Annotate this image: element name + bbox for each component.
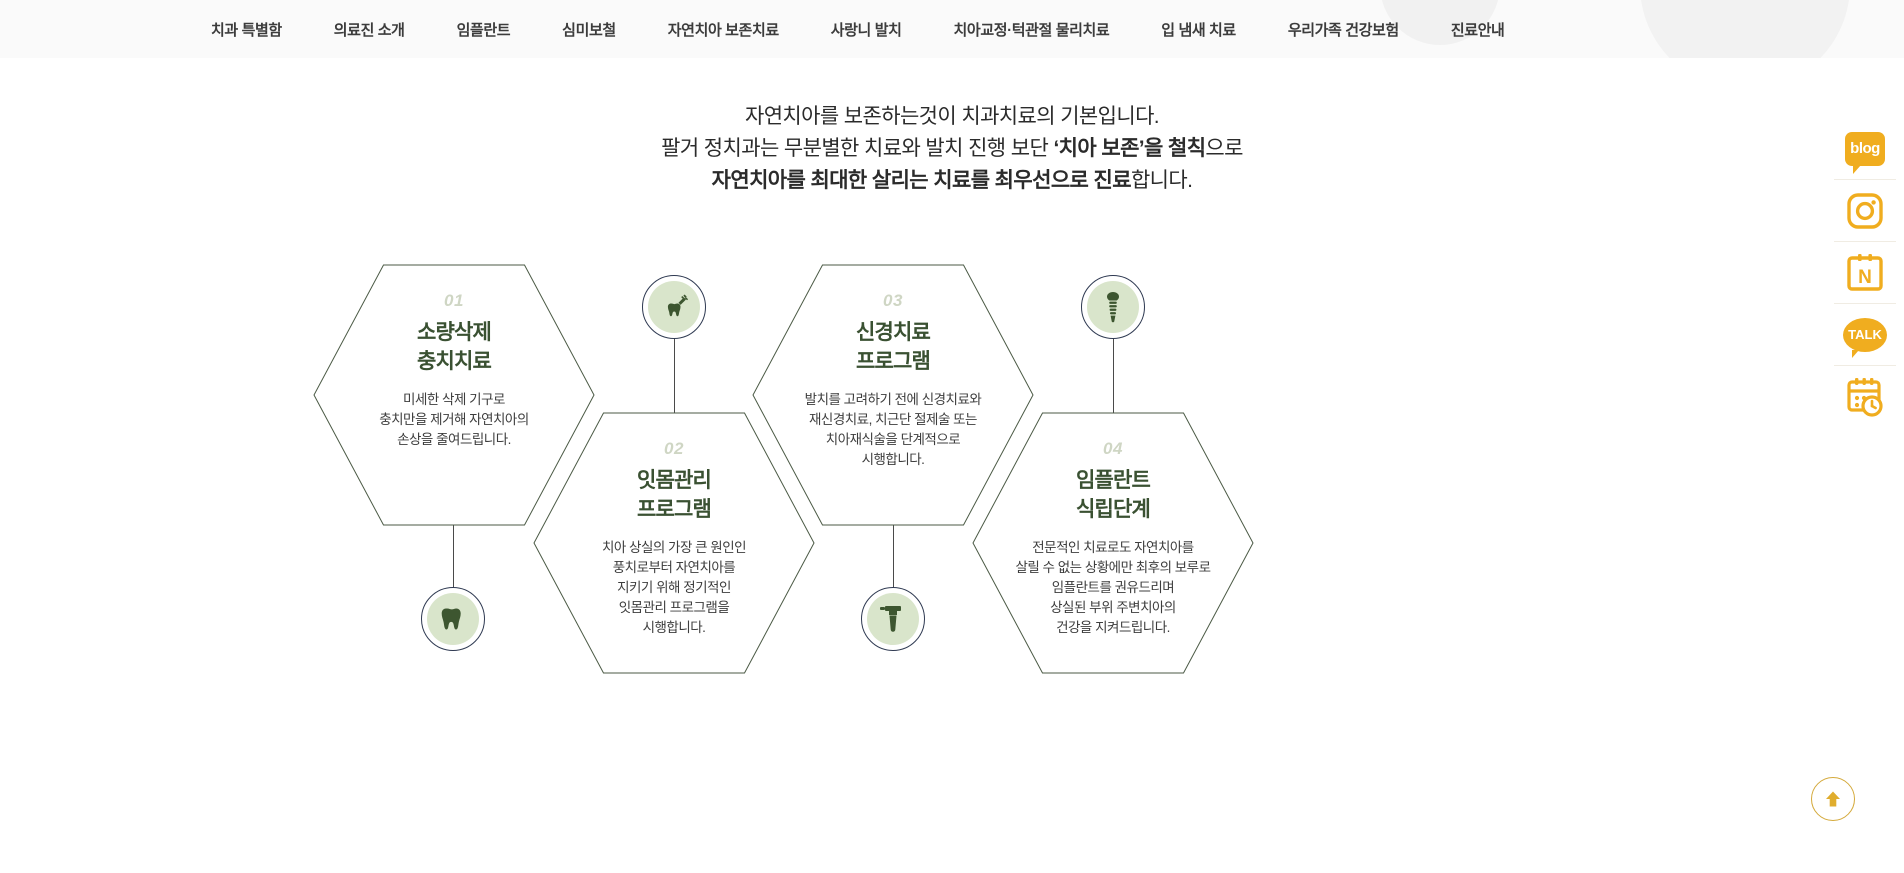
hexagon-outline-01 bbox=[313, 264, 595, 526]
tooth-icon bbox=[441, 608, 461, 630]
nav-item-4[interactable]: 자연치아 보존치료 bbox=[667, 21, 779, 39]
step-number-02: 02 bbox=[664, 439, 684, 458]
hexagon-outline-03 bbox=[752, 264, 1034, 526]
kakaotalk-icon: TALK bbox=[1843, 317, 1887, 358]
scroll-to-top-button[interactable] bbox=[1811, 777, 1855, 821]
headline-line-3-post: 합니다. bbox=[1130, 169, 1193, 192]
step-title-02: 잇몸관리 프로그램 bbox=[636, 469, 712, 521]
step-description-01: 미세한 삭제 기구로 충치만을 제거해 자연치아의 손상을 줄여드립니다. bbox=[379, 392, 529, 447]
step-icon-bubble-01[interactable] bbox=[421, 587, 485, 651]
rail-item-instagram[interactable] bbox=[1834, 180, 1896, 242]
step-icon-bubble-02[interactable] bbox=[642, 275, 706, 339]
headline-line-2-emphasis: ‘치아 보존’을 철칙 bbox=[1053, 137, 1206, 160]
rail-item-kakaotalk[interactable]: TALK bbox=[1834, 304, 1896, 366]
step-description-04: 전문적인 치료로도 자연치아를 살릴 수 없는 상황에만 최후의 보루로 임플란… bbox=[1015, 540, 1211, 635]
section-headline: 자연치아를 보존하는것이 치과치료의 기본입니다. 팔거 정치과는 무분별한 치… bbox=[0, 101, 1904, 197]
rail-item-blog[interactable]: blog bbox=[1834, 118, 1896, 180]
step-hexagon-04[interactable]: 04 임플란트 식립단계 전문적인 치료로도 자연치아를 살릴 수 없는 상황에… bbox=[972, 412, 1254, 674]
instagram-icon bbox=[1847, 192, 1883, 229]
step-icon-bubble-04[interactable] bbox=[1081, 275, 1145, 339]
tooth-root-canal-icon bbox=[880, 606, 901, 632]
headline-line-2-pre: 팔거 정치과는 무분별한 치료와 발치 진행 보단 bbox=[661, 137, 1054, 160]
headline-line-3: 자연치아를 최대한 살리는 치료를 최우선으로 진료합니다. bbox=[0, 165, 1904, 197]
icon-disc-04 bbox=[1087, 281, 1139, 333]
step-number-04: 04 bbox=[1103, 439, 1123, 458]
nav-item-6[interactable]: 치아교정·턱관절 물리치료 bbox=[953, 21, 1110, 39]
headline-line-2-post: 으로 bbox=[1205, 137, 1243, 160]
connector-line-04 bbox=[1113, 320, 1114, 430]
nav-item-5[interactable]: 사랑니 발치 bbox=[830, 21, 902, 39]
naver-icon: N bbox=[1847, 253, 1883, 291]
step-number-03: 03 bbox=[883, 291, 903, 310]
implant-icon bbox=[1107, 292, 1119, 323]
step-title-04: 임플란트 식립단계 bbox=[1075, 469, 1151, 521]
step-number-01: 01 bbox=[444, 291, 464, 310]
rail-item-reservation[interactable] bbox=[1834, 366, 1896, 428]
reservation-calendar-icon bbox=[1847, 378, 1883, 417]
dental-drill-icon bbox=[667, 294, 689, 317]
connector-line-03 bbox=[893, 500, 894, 592]
hexagon-outline-04 bbox=[972, 412, 1254, 674]
nav-item-9[interactable]: 진료안내 bbox=[1450, 21, 1505, 39]
hexagon-outline-02 bbox=[533, 412, 815, 674]
naver-letter: N bbox=[1858, 267, 1872, 288]
icon-disc-01 bbox=[427, 593, 479, 645]
nav-item-2[interactable]: 임플란트 bbox=[456, 21, 511, 39]
connector-line-02 bbox=[674, 320, 675, 430]
nav-item-7[interactable]: 입 냄새 치료 bbox=[1161, 21, 1236, 39]
nav-item-0[interactable]: 치과 특별함 bbox=[211, 21, 282, 39]
headline-line-1: 자연치아를 보존하는것이 치과치료의 기본입니다. bbox=[744, 105, 1160, 128]
step-hexagon-03[interactable]: 03 신경치료 프로그램 발치를 고려하기 전에 신경치료와 재신경치료, 치근… bbox=[752, 264, 1034, 526]
nav-item-8[interactable]: 우리가족 건강보험 bbox=[1287, 21, 1399, 39]
nav-item-1[interactable]: 의료진 소개 bbox=[333, 21, 405, 39]
step-title-01: 소량삭제 충치치료 bbox=[416, 321, 492, 373]
nav-item-3[interactable]: 심미보철 bbox=[562, 21, 616, 39]
step-title-03: 신경치료 프로그램 bbox=[855, 321, 931, 373]
step-hexagon-02[interactable]: 02 잇몸관리 프로그램 치아 상실의 가장 큰 원인인 풍치로부터 자연치아를… bbox=[533, 412, 815, 674]
icon-disc-03 bbox=[867, 593, 919, 645]
arrow-up-icon bbox=[1826, 791, 1840, 807]
icon-disc-02 bbox=[648, 281, 700, 333]
step-icon-bubble-03[interactable] bbox=[861, 587, 925, 651]
connector-line-01 bbox=[453, 500, 454, 592]
rail-item-naver[interactable]: N bbox=[1834, 242, 1896, 304]
headline-line-3-emphasis: 자연치아를 최대한 살리는 치료를 최우선으로 진료 bbox=[711, 169, 1132, 192]
social-rail: blog N TALK bbox=[1834, 118, 1896, 428]
nav-item-list: 치과 특별함 의료진 소개 임플란트 심미보철 자연치아 보존치료 사랑니 발치… bbox=[185, 19, 1530, 40]
step-hexagon-01[interactable]: 01 소량삭제 충치치료 미세한 삭제 기구로 충치만을 제거해 자연치아의 손… bbox=[313, 264, 595, 526]
blog-icon: blog bbox=[1845, 131, 1885, 174]
headline-line-2: 팔거 정치과는 무분별한 치료와 발치 진행 보단 ‘치아 보존’을 철칙으로 bbox=[0, 133, 1904, 165]
step-description-03: 발치를 고려하기 전에 신경치료와 재신경치료, 치근단 절제술 또는 치아재식… bbox=[804, 392, 982, 467]
step-description-02: 치아 상실의 가장 큰 원인인 풍치로부터 자연치아를 지키기 위해 정기적인 … bbox=[601, 540, 747, 635]
